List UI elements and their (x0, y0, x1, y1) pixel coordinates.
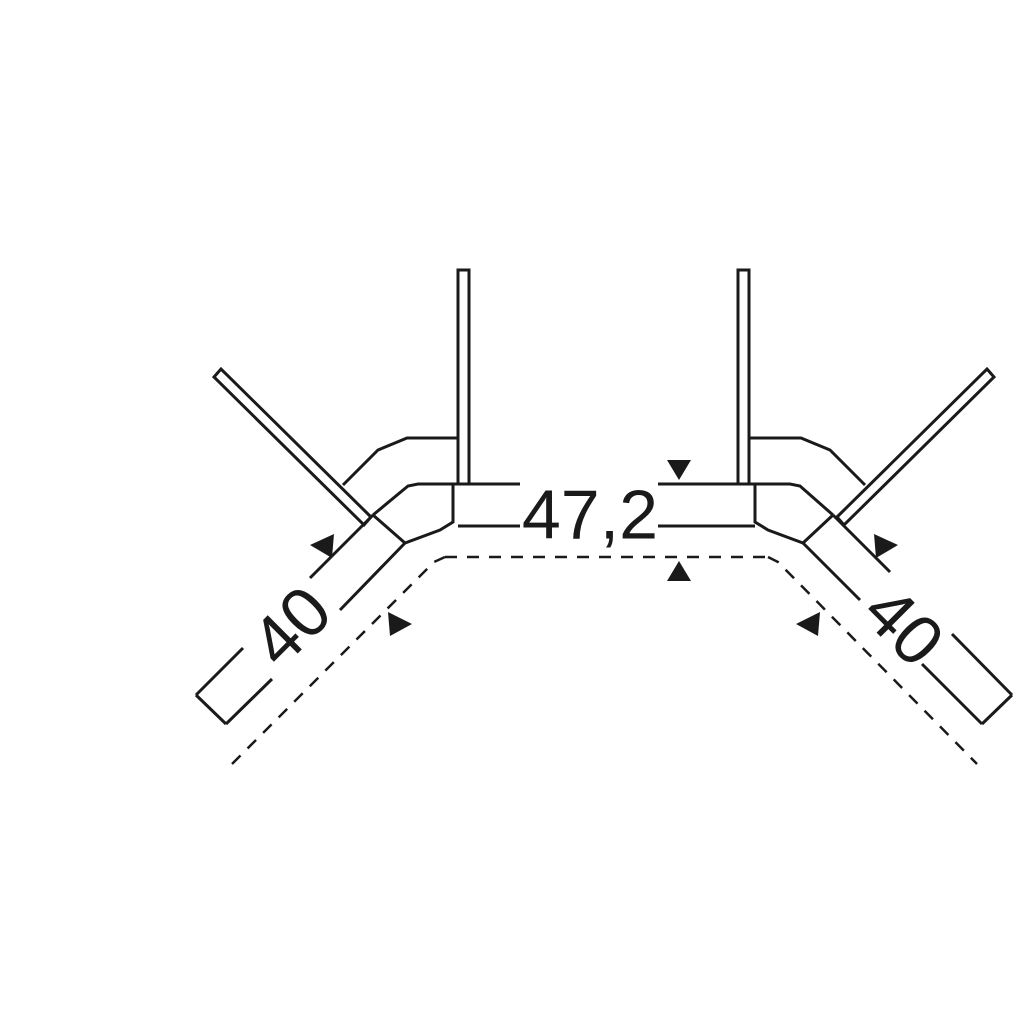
left-shoulder-outer (341, 436, 458, 487)
left-profile: 40 (194, 268, 520, 765)
left-diagonal-fin (211, 366, 374, 528)
left-corner-bevel (372, 484, 455, 545)
right-depth-label: 40 (849, 571, 959, 681)
top-dim-arrow-up (667, 561, 691, 581)
right-body-outer-edge-lower (950, 632, 1014, 697)
right-dim-arrow-upper (874, 534, 898, 558)
right-body-inner-edge-lower (920, 662, 984, 726)
left-body-outer-edge (308, 513, 375, 580)
top-dimension: 47,2 (445, 460, 768, 581)
left-body-inner-edge-lower (224, 677, 274, 726)
right-dashed-line (767, 555, 978, 765)
left-dashed-line (231, 555, 446, 765)
left-dim-arrow-upper (310, 534, 334, 558)
right-shoulder-inner (749, 482, 834, 517)
right-body-outer-edge (831, 513, 892, 574)
left-body-inner-edge (338, 541, 407, 612)
left-vertical-fin (456, 268, 471, 486)
left-dim-arrow-lower (388, 612, 412, 636)
right-dim-arrow-lower (796, 612, 820, 636)
right-body-inner-edge (801, 541, 862, 602)
top-height-label: 47,2 (522, 475, 658, 553)
right-diagonal-fin (834, 366, 997, 528)
left-body-end (194, 693, 228, 726)
left-body-outer-edge-lower (194, 646, 245, 697)
right-body-end (980, 693, 1014, 726)
left-shoulder-inner (372, 482, 458, 517)
right-corner-bevel (753, 484, 835, 545)
top-dim-arrow-down (667, 460, 691, 480)
right-profile: 40 (658, 268, 1014, 765)
right-shoulder-outer (749, 436, 867, 487)
right-vertical-fin (736, 268, 751, 486)
